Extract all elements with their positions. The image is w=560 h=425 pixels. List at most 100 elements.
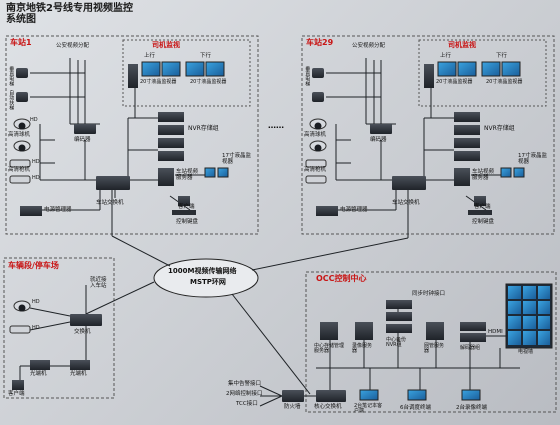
depot-devices [9, 300, 102, 390]
station1-nvr-label: NVR存储组 [188, 125, 219, 132]
backup-nvr-icon [386, 300, 412, 309]
client-pc-icon [12, 380, 24, 390]
depot-hd-1: HD [32, 299, 40, 305]
connection-lines [19, 58, 520, 407]
occ-recorder-label: 2台录像终端 [456, 405, 487, 411]
station29-encoder-label: 编码器 [370, 137, 387, 143]
station1-keyboard-label: 控制键盘 [176, 219, 199, 225]
optical-transceiver-icon [30, 360, 50, 370]
client-pc-icon [474, 196, 486, 206]
station-switch-icon [96, 176, 130, 190]
occ-storage-label: 中心存储管理服务器 [314, 343, 345, 355]
laptop-client-icon [359, 389, 379, 401]
power-manager-icon [20, 206, 42, 216]
dome-lens-icon [314, 122, 322, 130]
firewall-icon [282, 390, 304, 402]
occ-interface-3: TCC接口 [236, 401, 258, 407]
station29-lcd20-label-down: 20寸液晶监视器 [486, 79, 523, 85]
station1-encoder-label: 编码器 [74, 137, 91, 143]
video-split-icon [424, 64, 434, 88]
occ-large-screen: 电视墙 [518, 349, 534, 355]
occ-title: OCC控制中心 [316, 274, 367, 283]
occ-interface-2: 2网络控制接口 [226, 391, 263, 397]
station29-driver-monitor: 司机监视 [448, 41, 476, 49]
nvr-icon [454, 125, 480, 135]
occ-record-label: 录像服务器 [352, 343, 373, 355]
lcd-20-monitor-icon [161, 61, 181, 77]
station1-elevator-label: 垂直电梯 [8, 66, 15, 86]
optical-transceiver-icon [70, 360, 90, 370]
lcd-17-monitor-icon [513, 167, 525, 178]
station29-power-label: 电源管理器 [340, 207, 368, 213]
network-ring [153, 258, 259, 298]
core-switch-icon [316, 390, 346, 402]
nvr-icon [158, 112, 184, 122]
net-mgmt-server-icon [426, 322, 444, 340]
nvr-icon [158, 125, 184, 135]
station1-driver-monitor: 司机监视 [152, 41, 180, 49]
dome-lens-icon [18, 122, 26, 130]
station1-frame [5, 35, 259, 235]
dome-lens-icon [18, 144, 26, 152]
occ-core-switch-label: 核心交换机 [314, 404, 342, 410]
keyboard-icon [468, 210, 492, 215]
lcd-20-monitor-icon [481, 61, 501, 77]
nvr-icon [158, 138, 184, 148]
station29-client-label: 客户端 [474, 204, 491, 210]
dispatch-terminal-icon [407, 389, 427, 401]
decoder-icon [460, 322, 486, 331]
backup-nvr-icon [386, 312, 412, 321]
station29-switch-label: 车站交换机 [392, 200, 420, 206]
station1-video-server-label: 车站视频服务器 [176, 169, 199, 181]
backup-nvr-icon [386, 324, 412, 333]
depot-switch-icon [70, 314, 102, 326]
occ-frame [305, 271, 557, 413]
keyboard-icon [172, 210, 196, 215]
lcd-20-monitor-icon [457, 61, 477, 77]
station1-police-split: 公安视频分配 [56, 43, 90, 49]
station1-down-label: 下行 [200, 53, 212, 59]
station29-down-label: 下行 [496, 53, 508, 59]
bullet-camera-icon [9, 325, 31, 334]
station1-switch-label: 车站交换机 [96, 200, 124, 206]
station29-police-split: 公安视频分配 [352, 43, 386, 49]
record-server-icon [355, 322, 373, 340]
bullet-camera-icon [9, 175, 31, 184]
station29-lcd17-label: 17寸液晶监视器 [518, 153, 547, 165]
depot-optical-1: 光端机 [30, 371, 47, 377]
elevator-camera-icon [312, 68, 324, 78]
network-label-1: 1000M视频传输网络 [168, 267, 237, 275]
escalator-camera-icon [16, 92, 28, 102]
occ-workstation-label: 6台调度终端 [400, 405, 431, 411]
diagram-title: 南京地铁2号线专用视频监控系统图 [6, 3, 133, 25]
station29-frame [301, 35, 555, 235]
station1-devices [9, 61, 229, 216]
occ-netmgmt-label: 网管服务器 [424, 343, 445, 355]
video-server-icon [454, 168, 470, 186]
dome-lens-icon [18, 304, 26, 312]
station1-title: 车站1 [10, 38, 32, 47]
storage-server-icon [320, 322, 338, 340]
video-server-icon [158, 168, 174, 186]
lcd-20-monitor-icon [501, 61, 521, 77]
depot-switch-label: 交换机 [74, 329, 91, 335]
lcd-17-monitor-icon [204, 167, 216, 178]
bullet-camera-icon [305, 159, 327, 168]
depot-optical-2: 光端机 [70, 371, 87, 377]
lcd-20-monitor-icon [205, 61, 225, 77]
occ-interface-1: 集中告警接口 [228, 381, 262, 387]
station1-client-label: 客户端 [178, 204, 195, 210]
power-manager-icon [316, 206, 338, 216]
station1-lcd20-label-up: 20寸液晶监视器 [140, 79, 177, 85]
nvr-icon [454, 112, 480, 122]
decoder-icon [460, 333, 486, 342]
station1-bullet-label: 高清枪机 [8, 167, 31, 173]
encoder-icon [74, 124, 96, 134]
occ-firewall-label: 防火墙 [284, 404, 301, 410]
lcd-17-monitor-icon [217, 167, 229, 178]
station29-bullet-label: 高清枪机 [304, 167, 327, 173]
station29-nvr-label: NVR存储组 [484, 125, 515, 132]
occ-laptop-label: 2台笔记本客户端 [354, 403, 383, 415]
